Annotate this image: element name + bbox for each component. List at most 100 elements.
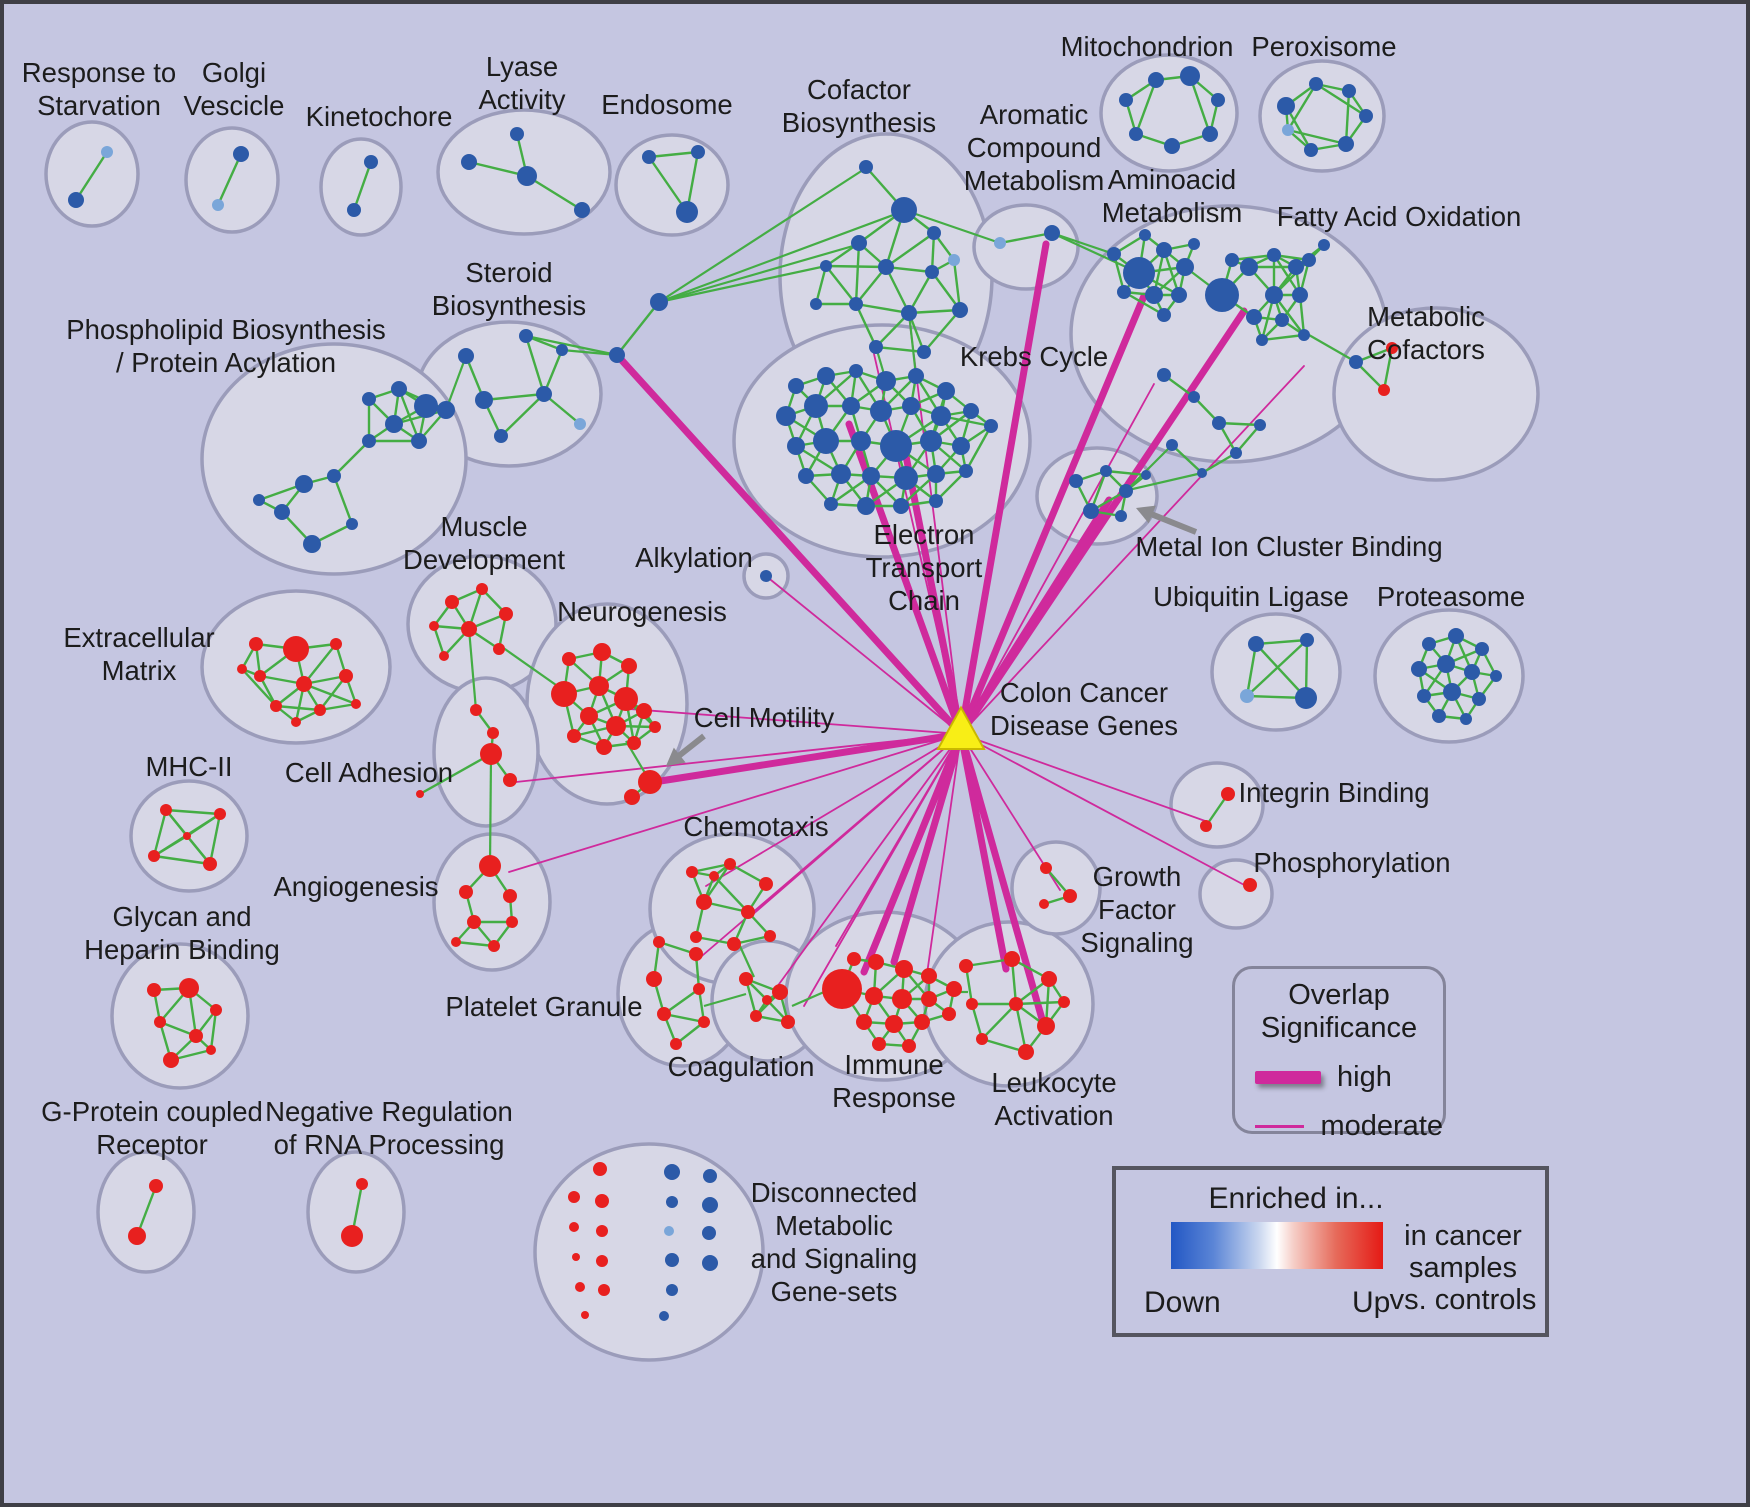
disconnected-gene-sets-node — [581, 1311, 589, 1319]
muscle-development-node — [429, 621, 439, 631]
mitochondrion-node — [1148, 72, 1164, 88]
label-cell-adhesion: Cell Adhesion — [285, 757, 453, 788]
label-phosphorylation: Phosphorylation — [1253, 847, 1450, 878]
cofactor-biosynthesis-edge — [814, 265, 828, 305]
fatty-acid-oxidation-node — [1256, 334, 1268, 346]
legend-enriched-title: Enriched in... — [1208, 1182, 1384, 1215]
fatty-acid-oxidation-node — [1288, 259, 1304, 275]
disconnected-gene-sets-node — [596, 1225, 608, 1237]
inter-cluster-edge — [791, 990, 825, 1008]
overlap-edge-high — [902, 452, 965, 738]
pointer-arrow-shaft — [675, 733, 706, 760]
glycan-heparin-binding-edge — [209, 1009, 218, 1051]
mhc-ii-edge — [153, 834, 188, 858]
golgi-vescicle-group-ellipse — [184, 126, 280, 234]
disconnected-gene-sets-node — [702, 1197, 718, 1213]
disconnected-gene-sets-node — [575, 1282, 585, 1292]
cell-adhesion-node — [503, 773, 517, 787]
disconnected-gene-sets-node — [665, 1253, 679, 1267]
label-peroxisome: Peroxisome — [1251, 31, 1396, 62]
bridge-nodes-node — [609, 347, 625, 363]
phospholipid-biosynthesis-node — [295, 475, 313, 493]
golgi-vescicle-node — [212, 199, 224, 211]
disconnected-gene-sets-node — [702, 1255, 718, 1271]
metal-ion-cluster-binding-node — [1069, 474, 1083, 488]
metal-ion-cluster-binding-edge — [1105, 469, 1147, 477]
neurogenesis-node — [627, 736, 641, 750]
phosphorylation-node — [1243, 878, 1257, 892]
mhc-ii-edge — [208, 813, 222, 865]
fatty-acid-oxidation-node — [1298, 329, 1310, 341]
leukocyte-activation-node — [1058, 996, 1070, 1008]
immune-response-node — [902, 1039, 916, 1053]
cofactor-biosynthesis-edge — [884, 266, 911, 314]
alkylation-node — [760, 570, 772, 582]
ubiquitin-ligase-node — [1248, 636, 1264, 652]
immune-response-node — [822, 969, 862, 1009]
disconnected-gene-sets-node — [568, 1191, 580, 1203]
metabolic-cofactors-node — [1378, 384, 1390, 396]
metabolic-cofactors-node — [1386, 342, 1398, 354]
fatty-acid-oxidation-node — [1212, 416, 1226, 430]
phospholipid-biosynthesis-node — [253, 494, 265, 506]
mitochondrion-node — [1202, 126, 1218, 142]
cofactor-biosynthesis-node — [878, 259, 894, 275]
disconnected-gene-sets-node — [666, 1284, 678, 1296]
ubiquitin-ligase-edge — [1246, 639, 1308, 697]
chemotaxis-node — [696, 894, 712, 910]
metal-ion-cluster-binding-node — [1119, 484, 1133, 498]
muscle-development-edge — [432, 625, 446, 657]
legend-overlap-row-moderate: moderate — [1255, 1110, 1443, 1143]
angiogenesis-node — [451, 937, 461, 947]
inter-cluster-edge — [467, 628, 478, 711]
label-mitochondrion: Mitochondrion — [1061, 31, 1234, 62]
coagulation-node — [772, 984, 788, 1000]
electron-transport-chain-node — [798, 468, 814, 484]
cell-adhesion-node — [480, 743, 502, 765]
aminoacid-metabolism-node — [1123, 257, 1155, 289]
angiogenesis-node — [479, 855, 501, 877]
overlap-edge-moderate — [960, 365, 1305, 735]
fatty-acid-oxidation-node — [1265, 286, 1283, 304]
phospholipid-biosynthesis-node — [303, 535, 321, 553]
steroid-biosynthesis-node — [475, 391, 493, 409]
mitochondrion-edge — [1134, 79, 1158, 135]
cofactor-biosynthesis-node — [927, 226, 941, 240]
ubiquitin-ligase-edge — [1255, 643, 1307, 699]
chemotaxis-node — [709, 871, 719, 881]
cofactor-biosynthesis-node — [851, 235, 867, 251]
golgi-vescicle-node — [233, 146, 249, 162]
label-ubiquitin-ligase: Ubiquitin Ligase — [1153, 581, 1349, 612]
overlap-edge-moderate — [705, 733, 962, 887]
electron-transport-chain-node — [824, 497, 838, 511]
glycan-heparin-binding-node — [206, 1045, 216, 1055]
label-mhc-ii: MHC-II — [145, 751, 232, 782]
coagulation-node — [762, 995, 772, 1005]
proteasome-node — [1432, 709, 1446, 723]
neurogenesis-node — [606, 716, 626, 736]
immune-response-node — [885, 1015, 903, 1033]
glycan-heparin-binding-node — [179, 978, 199, 998]
inter-cluster-edge — [1125, 444, 1173, 492]
cofactor-biosynthesis-node — [810, 298, 822, 310]
electron-transport-chain-node — [870, 400, 892, 422]
cofactor-biosynthesis-node — [869, 340, 883, 354]
steroid-biosynthesis-node — [556, 344, 568, 356]
aminoacid-metabolism-node — [1145, 286, 1163, 304]
endosome-node — [691, 145, 705, 159]
lyase-activity-node — [574, 202, 590, 218]
overlap-edge-moderate — [835, 733, 962, 947]
inter-cluster-edge — [1123, 471, 1203, 493]
glycan-heparin-binding-node — [189, 1029, 203, 1043]
bridge-nodes-node — [650, 293, 668, 311]
glycan-heparin-binding-node — [147, 983, 161, 997]
fatty-acid-oxidation-edge — [1235, 424, 1261, 454]
electron-transport-chain-node — [776, 406, 796, 426]
layer-nodes — [68, 66, 1502, 1321]
lyase-activity-node — [461, 154, 477, 170]
lyase-activity-edge — [526, 174, 583, 212]
